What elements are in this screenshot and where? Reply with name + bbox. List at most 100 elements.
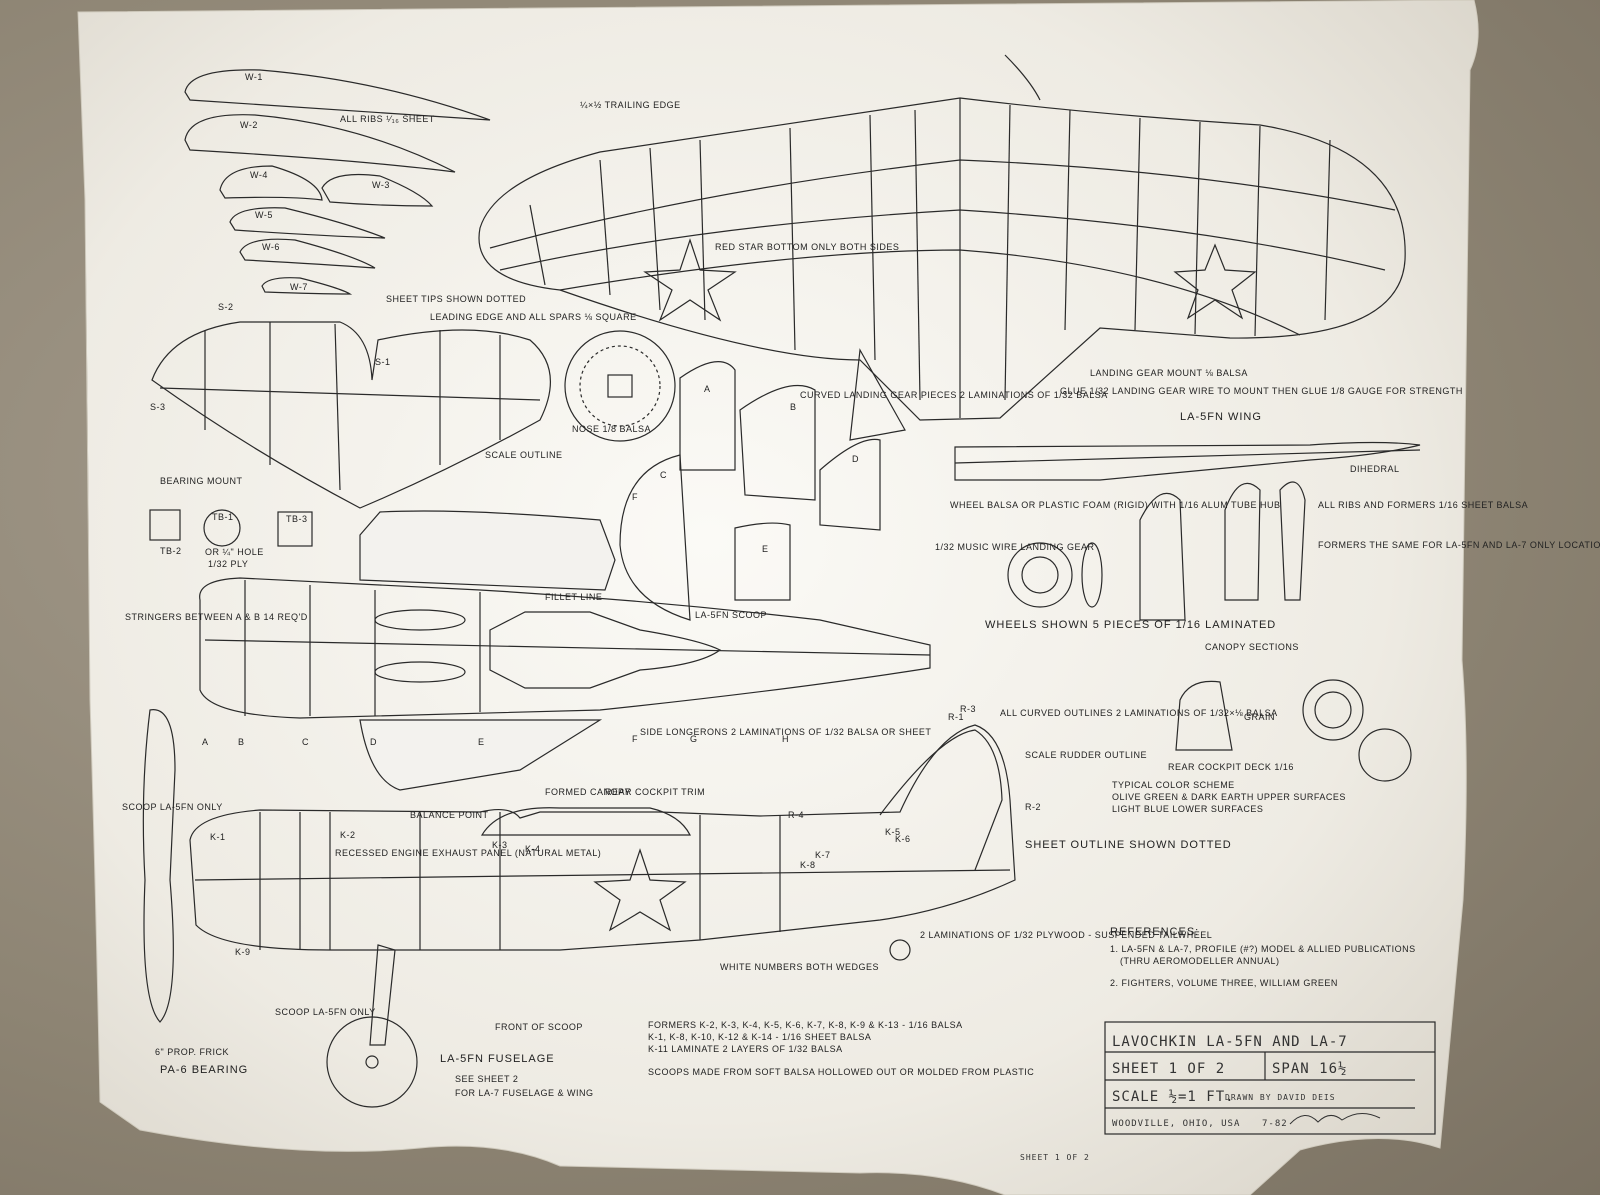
station-c: C: [302, 737, 309, 747]
label-leading-edge: LEADING EDGE AND ALL SPARS ⅛ SQUARE: [430, 312, 637, 322]
label-k-note: K-1, K-8, K-10, K-12 & K-14 - 1/16 SHEET…: [648, 1032, 871, 1042]
wing-dihedral-tab: [1004, 54, 1041, 101]
title-drawn-by: DRAWN BY DAVID DEIS: [1225, 1093, 1336, 1102]
label-ply: 1/32 PLY: [208, 559, 248, 569]
label-side-longerons: SIDE LONGERONS 2 LAMINATIONS OF 1/32 BAL…: [640, 727, 931, 737]
title-location: WOODVILLE, OHIO, USA: [1112, 1119, 1240, 1129]
part-k-3: K-3: [492, 840, 508, 850]
label-grain: GRAIN: [1244, 712, 1275, 722]
canopy-top: [489, 611, 722, 689]
rear-cockpit-deck: [1175, 680, 1233, 751]
title-date: 7-82: [1262, 1119, 1288, 1129]
former-f: F: [632, 492, 638, 502]
label-ref-1: 1. LA-5FN & LA-7, PROFILE (#?) MODEL & A…: [1110, 944, 1416, 954]
nose-disc: [564, 330, 676, 442]
station-e: E: [478, 737, 485, 747]
station-d: D: [370, 737, 377, 747]
part-k-7: K-7: [815, 850, 831, 860]
wheel-edge: [1081, 542, 1103, 608]
canopy-section-1: [1139, 492, 1186, 621]
label-front-scoop: FRONT OF SCOOP: [495, 1022, 583, 1032]
rib-w-3: W-3: [372, 180, 390, 190]
label-wire-gear: 1/32 MUSIC WIRE LANDING GEAR: [935, 542, 1095, 552]
rib-w-1: W-1: [245, 72, 263, 82]
star-side: [593, 848, 687, 932]
label-ref-2: (THRU AEROMODELLER ANNUAL): [1120, 956, 1280, 966]
propeller: [142, 709, 176, 1023]
wing-star-right: [1173, 243, 1257, 320]
former-a: A: [704, 384, 711, 394]
wing-outline: [478, 97, 1406, 421]
part-s-3: S-3: [150, 402, 166, 412]
label-prop: 6" PROP. FRICK: [155, 1047, 229, 1057]
label-nose: NOSE 1/8 BALSA: [572, 424, 651, 434]
part-k-8: K-8: [800, 860, 816, 870]
label-see-sheet: SEE SHEET 2: [455, 1074, 518, 1084]
rudder: [879, 729, 1003, 871]
former-d: D: [852, 454, 859, 464]
sheet-footer: SHEET 1 OF 2: [1020, 1153, 1090, 1162]
label-bearing-mount: BEARING MOUNT: [160, 476, 243, 486]
part-k-5: K-5: [885, 827, 901, 837]
label-red-star: RED STAR BOTTOM ONLY BOTH SIDES: [715, 242, 899, 252]
rib-w-2: W-2: [240, 120, 258, 130]
wheel-front: [1007, 542, 1073, 608]
title-sheet: SHEET 1 OF 2: [1112, 1061, 1225, 1077]
drawing-lines: [142, 54, 1436, 1135]
tb2-block: [277, 511, 313, 547]
label-color-desc-1: OLIVE GREEN & DARK EARTH UPPER SURFACES: [1112, 792, 1346, 802]
label-curved-gear: CURVED LANDING GEAR PIECES 2 LAMINATIONS…: [800, 390, 1108, 400]
paper: [77, 0, 1479, 1195]
tb1-disc: [203, 509, 241, 547]
label-scale-outline: SCALE OUTLINE: [485, 450, 563, 460]
part-r-4: R-4: [788, 810, 804, 820]
label-balance-point: BALANCE POINT: [410, 810, 489, 820]
label-dihedral: DIHEDRAL: [1350, 464, 1400, 474]
title-span: SPAN 16½: [1272, 1061, 1347, 1077]
label-stringers: STRINGERS BETWEEN A & B 14 REQ'D: [125, 612, 308, 622]
label-exhaust: RECESSED ENGINE EXHAUST PANEL (NATURAL M…: [335, 848, 601, 858]
label-tailwheel: 2 LAMINATIONS OF 1/32 PLYWOOD - SUSPENDE…: [920, 930, 1212, 940]
label-all-ribs-formers: ALL RIBS AND FORMERS 1/16 SHEET BALSA: [1318, 500, 1528, 510]
rib-w6: [239, 238, 376, 269]
label-scoop-note: SCOOP LA-5FN ONLY: [122, 802, 223, 812]
former-c: [619, 454, 691, 621]
canopy-section-3: [1279, 481, 1306, 601]
rib-w1: [184, 69, 491, 121]
label-rear-cockpit-trim: REAR COCKPIT TRIM: [605, 787, 705, 797]
rib-w7: [261, 277, 353, 295]
former-d: [819, 438, 881, 531]
label-references: REFERENCES:: [1110, 926, 1199, 938]
label-ref-3: 2. FIGHTERS, VOLUME THREE, WILLIAM GREEN: [1110, 978, 1338, 988]
label-sheet-outline: SHEET OUTLINE SHOWN DOTTED: [1025, 839, 1232, 851]
part-k-4: K-4: [525, 844, 541, 854]
part-s-2: S-2: [218, 302, 234, 312]
rib-w-7: W-7: [290, 282, 308, 292]
station-g: G: [690, 734, 698, 744]
wheel-side: [326, 1016, 418, 1108]
wing-title: LA-5FN WING: [1180, 411, 1262, 423]
fillet-lower: [359, 719, 603, 791]
title-name: LAVOCHKIN LA-5FN AND LA-7: [1112, 1034, 1348, 1050]
part-k-9: K-9: [235, 947, 251, 957]
part-r-2: R-2: [1025, 802, 1041, 812]
label-wheel-balsa: WHEEL BALSA OR PLASTIC FOAM (RIGID) WITH…: [950, 500, 1281, 510]
part-r-3: R-3: [960, 704, 976, 714]
rib-w-6: W-6: [262, 242, 280, 252]
label-all-ribs: ALL RIBS ¹⁄₁₆ SHEET: [340, 114, 435, 124]
station-f: F: [632, 734, 638, 744]
rib-w5: [229, 207, 386, 239]
part-s-1: S-1: [375, 357, 391, 367]
label-color-scheme: TYPICAL COLOR SCHEME: [1112, 780, 1235, 790]
rib-w-5: W-5: [255, 210, 273, 220]
label-rear-cockpit: REAR COCKPIT DECK 1/16: [1168, 762, 1294, 772]
signature: [1289, 1113, 1381, 1125]
label-glue-gear: GLUE 1/32 LANDING GEAR WIRE TO MOUNT THE…: [1060, 386, 1463, 396]
label-la5fn-scoop: LA-5FN SCOOP: [695, 610, 767, 620]
wing-star-left: [643, 238, 737, 322]
station-h: H: [782, 734, 789, 744]
wing-front-view: [954, 441, 1421, 481]
